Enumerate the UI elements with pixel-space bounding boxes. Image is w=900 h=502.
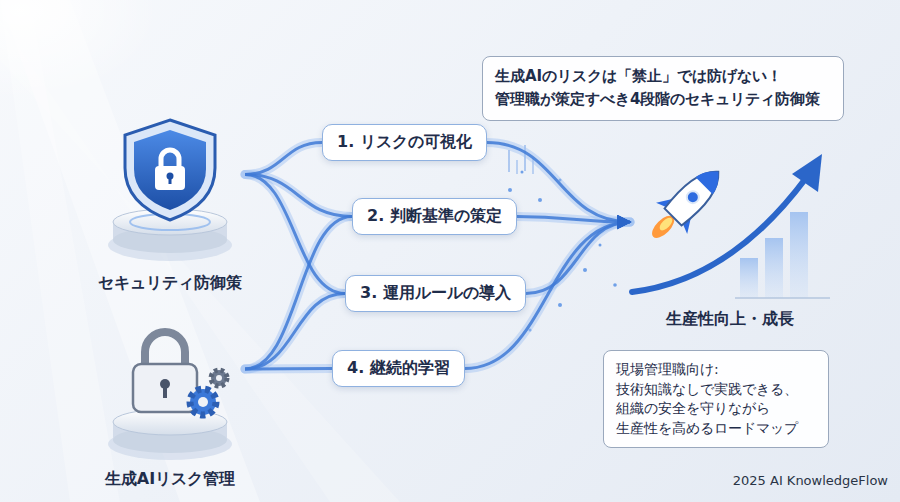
step-box: 1. リスクの可視化 [322,124,487,161]
node-text: セキュリティ防御策 [98,273,242,294]
flow-ribbon [245,174,345,293]
shield-icon [108,120,232,261]
flow-ribbon [245,143,322,175]
lock-gear-icon [108,332,232,460]
ribbon-glow [526,222,630,294]
node-text: 2. 判断基準の策定 [367,206,502,227]
title-box: 生成AIのリスクは「禁止」では防げない！ 管理職が策定すべき4段階のセキュリティ… [482,56,844,121]
security-icon-node: セキュリティ防御策 [95,110,245,294]
flow-ribbon [245,367,332,370]
node-text: 1. リスクの可視化 [337,132,472,153]
flow-ribbon [526,222,630,294]
node-text: 現場管理職向け: 技術知識なしで実践できる、 組織の安全を守りながら 生産性を高… [616,360,816,438]
flow-ribbon [245,294,345,369]
ribbon-glow [245,143,322,175]
growth-node: 生産性向上・成長 [630,150,830,330]
watermark: 2025 AI KnowledgeFlow [733,473,888,488]
node-text: 生産性向上・成長 [666,309,794,330]
flow-ribbon [517,217,630,223]
note-box: 現場管理職向け: 技術知識なしで実践できる、 組織の安全を守りながら 生産性を高… [603,350,829,448]
risk-icon-node: 生成AIリスク管理 [95,312,245,490]
flow-ribbon [245,217,352,369]
node-text: 4. 継続的学習 [347,358,450,379]
step-box: 4. 継続的学習 [332,350,465,387]
step-box: 3. 運用ルールの導入 [345,275,526,312]
rocket [638,156,734,252]
node-text: 3. 運用ルールの導入 [360,283,511,304]
step-box: 2. 判断基準の策定 [352,198,517,235]
growth-chart [632,154,830,298]
light-rays [0,0,400,502]
node-text: 生成AIリスク管理 [105,469,235,490]
